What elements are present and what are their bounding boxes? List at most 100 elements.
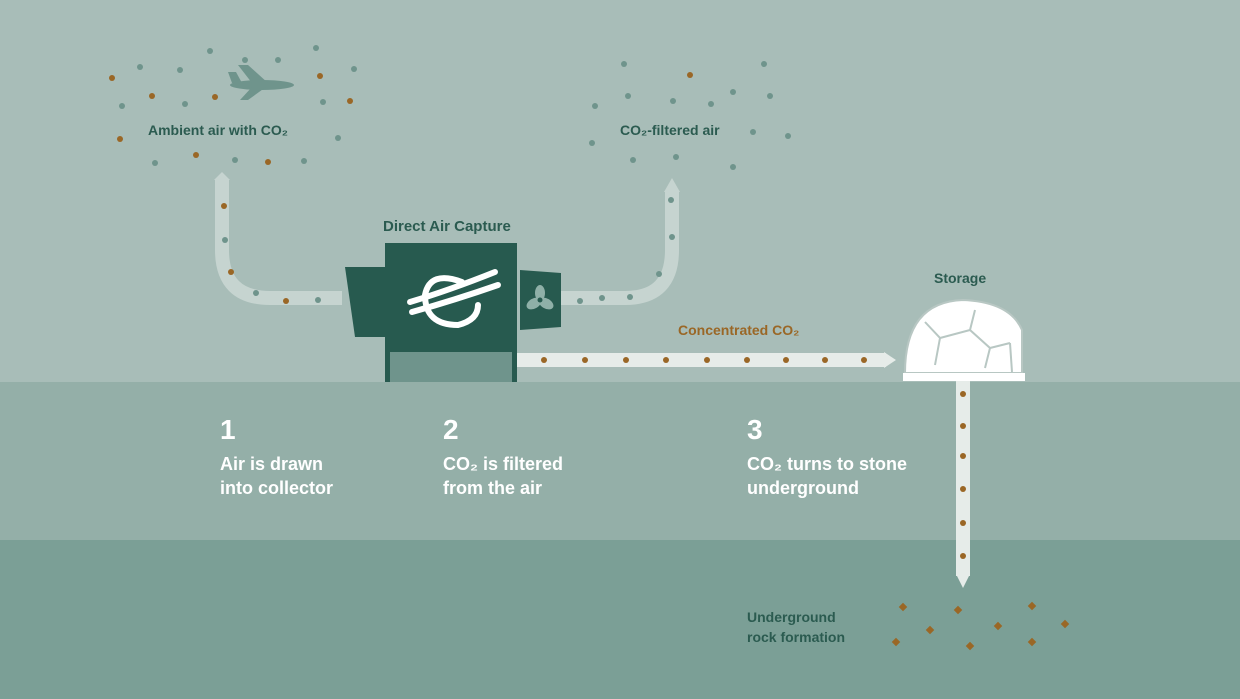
step-text: into collector [220, 478, 334, 498]
particle [750, 129, 756, 135]
step-text: Air is drawn [220, 454, 324, 474]
ambient-air-label: Ambient air with CO₂ [148, 122, 289, 138]
airplane-icon [228, 65, 294, 100]
rock-label-line2: rock formation [747, 629, 846, 645]
particle [625, 93, 631, 99]
step-text: CO₂ is filtered [443, 454, 564, 474]
particle [730, 164, 736, 170]
filtered-air-label: CO₂-filtered air [620, 122, 720, 138]
storage-dome [903, 298, 1025, 381]
rock-label-line1: Underground [747, 609, 836, 625]
particle [960, 486, 966, 492]
particle [621, 61, 627, 67]
particle [193, 152, 199, 158]
injection-arrow-head [956, 574, 970, 588]
particle [320, 99, 326, 105]
step-number: 3 [747, 414, 763, 445]
particle [222, 237, 228, 243]
step-text: CO₂ turns to stone [747, 454, 907, 474]
particle [242, 57, 248, 63]
storage-label: Storage [934, 270, 987, 286]
particle [668, 197, 674, 203]
particle [117, 136, 123, 142]
dac-label: Direct Air Capture [383, 218, 511, 235]
concentrated-pipe [516, 353, 886, 367]
particle [253, 290, 259, 296]
step-text: from the air [443, 478, 543, 498]
stone-particle [953, 605, 963, 615]
outlet-pipe [560, 192, 679, 305]
concentrated-co2-label: Concentrated CO₂ [678, 322, 800, 338]
particle [592, 103, 598, 109]
particle [541, 357, 547, 363]
particle [228, 269, 234, 275]
particle [744, 357, 750, 363]
particle [347, 98, 353, 104]
step-number: 1 [220, 414, 236, 445]
particle [119, 103, 125, 109]
stone-particle [993, 621, 1003, 631]
outlet-arrow-head [664, 178, 680, 192]
particle [656, 271, 662, 277]
particle [177, 67, 183, 73]
particle [275, 57, 281, 63]
particle [708, 101, 714, 107]
step-text: underground [747, 478, 859, 498]
particle [960, 453, 966, 459]
step-number: 2 [443, 414, 459, 445]
particle [630, 157, 636, 163]
intake-hood [345, 267, 385, 337]
intake-pipe [215, 180, 342, 305]
stone-particle [1060, 619, 1070, 629]
particle [109, 75, 115, 81]
intake-arrow [214, 172, 230, 180]
particle [704, 357, 710, 363]
particle [182, 101, 188, 107]
particle [627, 294, 633, 300]
particle [599, 295, 605, 301]
sky-background [0, 0, 1240, 382]
stone-particle [965, 641, 975, 651]
step-1: 1 Air is drawn into collector [220, 414, 334, 500]
particle [783, 357, 789, 363]
rock-formation-label: Underground rock formation [747, 607, 845, 647]
step-3: 3 CO₂ turns to stone underground [747, 414, 907, 500]
particle [137, 64, 143, 70]
particle [212, 94, 218, 100]
injection-pipe [956, 380, 970, 576]
concentrated-arrow-head [884, 352, 896, 368]
particle [283, 298, 289, 304]
stone-particle [898, 602, 908, 612]
particle [960, 553, 966, 559]
particle [861, 357, 867, 363]
particle [730, 89, 736, 95]
stone-particle [1027, 601, 1037, 611]
particle [673, 154, 679, 160]
particle [315, 297, 321, 303]
stone-particle [925, 625, 935, 635]
particle [960, 391, 966, 397]
particle [582, 357, 588, 363]
particle [589, 140, 595, 146]
particle [577, 298, 583, 304]
particle [767, 93, 773, 99]
particle [351, 66, 357, 72]
particle [152, 160, 158, 166]
particle [149, 93, 155, 99]
particle [687, 72, 693, 78]
particle [960, 423, 966, 429]
particle [623, 357, 629, 363]
stone-particle [891, 637, 901, 647]
step-2: 2 CO₂ is filtered from the air [443, 414, 564, 500]
particle [232, 157, 238, 163]
stone-particle [1027, 637, 1037, 647]
particle [335, 135, 341, 141]
particle [221, 203, 227, 209]
deep-ground-layer [0, 540, 1240, 699]
particle [761, 61, 767, 67]
particle [313, 45, 319, 51]
particle [317, 73, 323, 79]
capture-logo-icon [407, 269, 501, 329]
dac-base [390, 352, 512, 382]
